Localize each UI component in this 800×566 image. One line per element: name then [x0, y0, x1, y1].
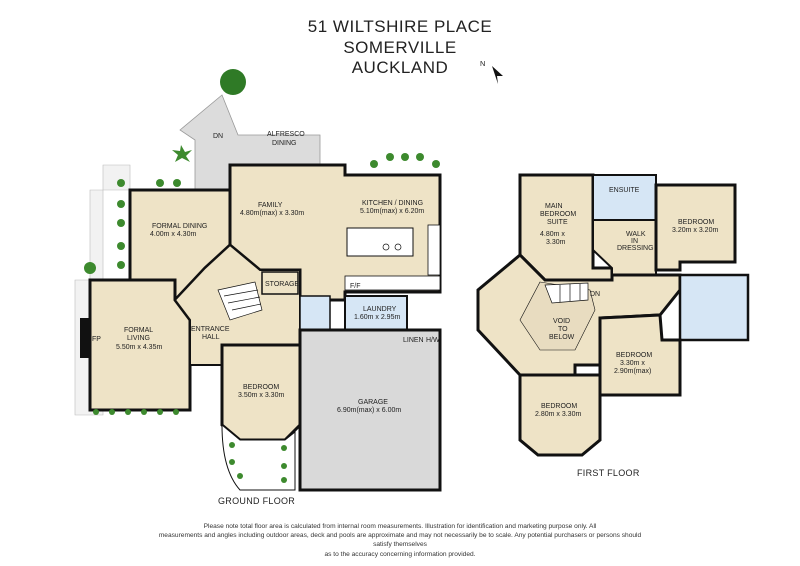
- disclaimer-line-3: as to the accuracy concerning informatio…: [324, 550, 476, 558]
- bedroom-mid-dim-2: 2.90m(max): [614, 368, 651, 375]
- kitchen-label: KITCHEN / DINING: [362, 200, 423, 207]
- formal-dining-label: FORMAL DINING: [152, 223, 207, 230]
- room-garage: [298, 328, 442, 492]
- first-dn-label: DN: [590, 291, 600, 298]
- ensuite-label: ENSUITE: [609, 187, 640, 194]
- first-floor-stairs: [544, 282, 589, 304]
- main-suite-label-2: BEDROOM: [540, 211, 576, 218]
- family-dim: 4.80m(max) x 3.30m: [240, 210, 304, 217]
- room-bedroom-ne: [654, 183, 737, 272]
- alfresco-dn-label: DN: [213, 133, 223, 140]
- main-suite-dim-2: 3.30m: [546, 239, 566, 246]
- laundry-label: LAUNDRY: [363, 306, 397, 313]
- main-suite-label-3: SUITE: [547, 219, 568, 226]
- storage-label: STORAGE: [265, 281, 299, 288]
- alfresco-sub-label: DINING: [272, 140, 297, 147]
- fp-label: FP: [92, 336, 101, 343]
- formal-living-label: FORMAL: [124, 327, 153, 334]
- walk-in-label-3: DRESSING: [617, 245, 654, 252]
- void-label-3: BELOW: [549, 334, 575, 341]
- room-laundry: [344, 295, 408, 333]
- ground-bedroom-dim: 3.50m x 3.30m: [238, 392, 284, 399]
- alfresco-label: ALFRESCO: [267, 131, 305, 138]
- room-storage: [261, 271, 299, 295]
- garage-dim: 6.90m(max) x 6.00m: [337, 407, 401, 414]
- formal-dining-dim: 4.00m x 4.30m: [150, 231, 196, 238]
- walk-in-label-1: WALK: [626, 231, 646, 238]
- formal-living-dim: 5.50m x 4.35m: [116, 344, 162, 351]
- void-label-2: TO: [558, 326, 568, 333]
- disclaimer-line-1: Please note total floor area is calculat…: [203, 523, 597, 530]
- family-label: FAMILY: [258, 202, 283, 209]
- garage-label: GARAGE: [358, 399, 388, 406]
- entrance-label-2: HALL: [202, 334, 220, 341]
- linen-label: LINEN: [403, 337, 424, 344]
- first-floor-label: FIRST FLOOR: [577, 468, 640, 478]
- ff-label: F/F: [350, 283, 361, 290]
- address-line-city: AUCKLAND: [351, 58, 449, 77]
- kitchen-bench: [344, 275, 441, 291]
- ground-floor-label: GROUND FLOOR: [218, 496, 295, 506]
- bedroom-south-label: BEDROOM: [541, 403, 577, 410]
- plant-icons: [84, 69, 440, 483]
- disclaimer: Please note total floor area is calculat…: [150, 522, 650, 559]
- void-label-1: VOID: [553, 318, 570, 325]
- room-bedroom-south: [518, 373, 602, 457]
- room-ensuite: [592, 174, 657, 221]
- bedroom-ne-dim: 3.20m x 3.20m: [672, 227, 718, 234]
- walk-in-label-2: IN: [631, 238, 638, 245]
- main-suite-label-1: MAIN: [545, 203, 563, 210]
- ground-stairs: [217, 281, 263, 321]
- entrance-label: ENTRANCE: [191, 326, 230, 333]
- north-label: N: [480, 59, 485, 68]
- ground-bedroom-label: BEDROOM: [243, 384, 279, 391]
- bedroom-mid-dim-1: 3.30m x: [620, 360, 645, 367]
- kitchen-dim: 5.10m(max) x 6.20m: [360, 208, 424, 215]
- hw-label: H/W: [426, 337, 440, 344]
- north-arrow-icon: N: [480, 59, 503, 84]
- address-line-street: 51 WILTSHIRE PLACE: [307, 17, 493, 36]
- fireplace: [80, 318, 90, 358]
- room-bathroom: [678, 273, 750, 342]
- kitchen-island: [346, 227, 414, 257]
- main-suite-dim-1: 4.80m x: [540, 231, 565, 238]
- formal-living-label-2: LIVING: [127, 335, 150, 342]
- address-line-suburb: SOMERVILLE: [343, 38, 457, 57]
- laundry-dim: 1.60m x 2.95m: [354, 314, 400, 321]
- bedroom-mid-label: BEDROOM: [616, 352, 652, 359]
- kitchen-bench-side: [427, 224, 441, 276]
- room-wc: [299, 295, 331, 331]
- bedroom-ne-label: BEDROOM: [678, 219, 714, 226]
- disclaimer-line-2: measurements and angles including outdoo…: [158, 532, 642, 549]
- bedroom-south-dim: 2.80m x 3.30m: [535, 411, 581, 418]
